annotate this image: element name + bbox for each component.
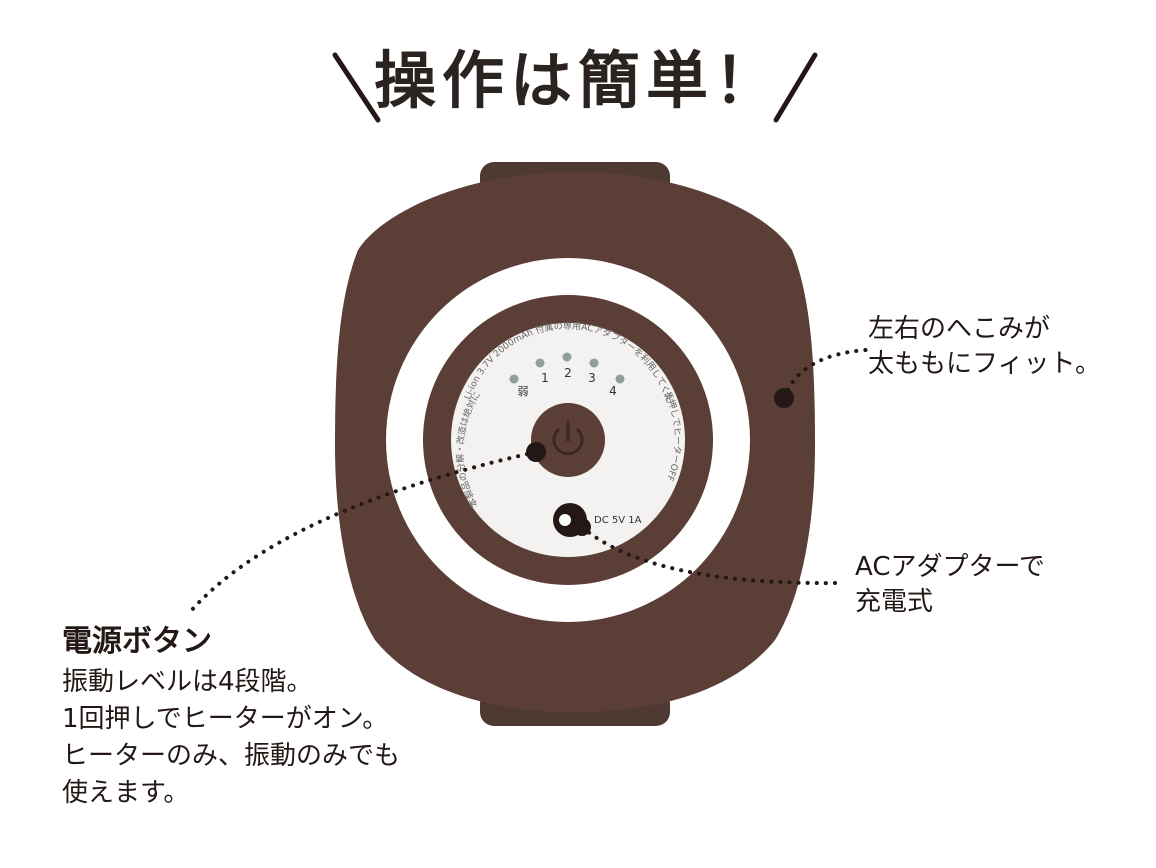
callout-fit-line-1: 左右のへこみが [868, 314, 1051, 344]
level-led-4 [615, 374, 625, 384]
leader-left [188, 450, 538, 614]
callout-fit: 左右のへこみが 太ももにフィット。 [868, 312, 1101, 382]
callout-power-line-4: 使えます。 [62, 778, 190, 808]
dc-label: DC 5V 1A [594, 515, 642, 526]
callout-fit-line-2: 太ももにフィット。 [868, 349, 1101, 379]
callout-charging-line-2: 充電式 [855, 587, 934, 617]
title-right-slash [773, 52, 818, 123]
power-button[interactable] [531, 403, 605, 477]
leader-right-top [782, 348, 868, 400]
title-left-slash [332, 52, 381, 123]
callout-charging-line-1: ACアダプターで [855, 552, 1045, 582]
level-led-1 [535, 358, 545, 368]
callout-power-heading: 電源ボタン [62, 624, 212, 659]
callout-charging: ACアダプターで 充電式 [855, 550, 1045, 620]
page-title: 操作は簡単！ [373, 44, 782, 117]
callout-power-button: 電源ボタン 振動レベルは4段階。 1回押しでヒーターがオン。 ヒーターのみ、振動… [62, 620, 400, 812]
level-label-weak: 弱 [518, 385, 529, 398]
level-led-2 [562, 352, 572, 362]
level-led-3 [589, 358, 599, 368]
level-label-1: 1 [541, 371, 549, 385]
power-icon [552, 420, 584, 456]
level-label-2: 2 [564, 366, 572, 380]
level-label-3: 3 [588, 371, 596, 385]
callout-power-line-2: 1回押しでヒーターがオン。 [62, 704, 389, 734]
level-label-4: 4 [609, 384, 617, 398]
callout-power-line-1: 振動レベルは4段階。 [62, 667, 313, 697]
callout-power-line-3: ヒーターのみ、振動のみでも [62, 741, 401, 771]
level-led-weak [509, 374, 519, 384]
leader-right-bottom [580, 525, 840, 586]
